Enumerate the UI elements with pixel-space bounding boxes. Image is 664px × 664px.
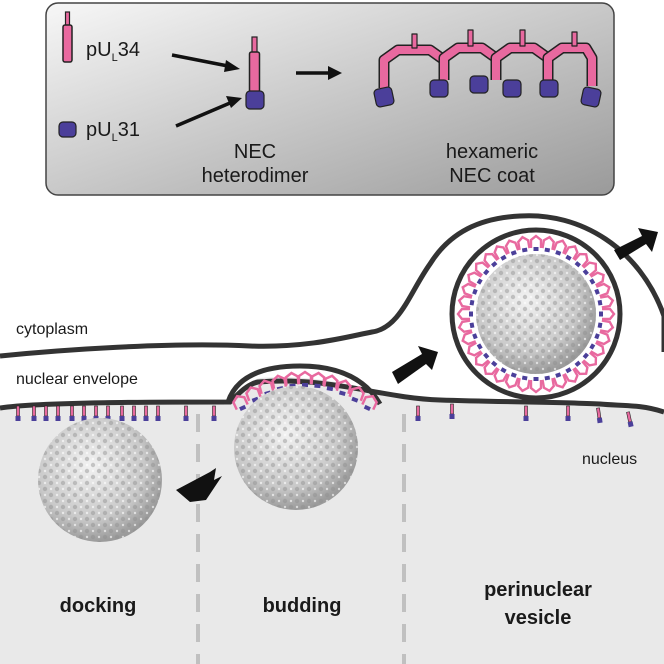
coat-arch xyxy=(529,377,543,394)
coat-arch xyxy=(541,375,556,393)
coat-arch xyxy=(589,341,605,357)
nuclear-envelope-label: nuclear envelope xyxy=(16,371,138,388)
stage-label-perinuclear-line2: vesicle xyxy=(505,607,572,629)
coat-arch xyxy=(552,239,568,256)
coat-arch xyxy=(467,341,483,357)
nec-peg xyxy=(415,405,421,421)
coat-arch xyxy=(582,261,598,277)
legend-arrows xyxy=(171,53,342,128)
coat-arch xyxy=(563,245,579,261)
nec-peg xyxy=(55,405,61,421)
capsid-budding xyxy=(234,386,358,510)
coat-arch xyxy=(594,282,611,298)
nec-peg xyxy=(131,405,137,421)
coat-arch xyxy=(573,360,589,376)
coat-arch xyxy=(348,386,365,403)
coat-label-line2: NEC coat xyxy=(449,165,535,187)
nec-peg xyxy=(119,405,125,421)
coat-arch xyxy=(599,307,616,321)
stage-label-docking: docking xyxy=(60,595,137,617)
nec-peg xyxy=(43,405,49,421)
coat-arch xyxy=(552,372,568,389)
nucleus-label: nucleus xyxy=(582,451,637,468)
coat-arch xyxy=(456,307,473,321)
heterodimer-label-line1: NEC xyxy=(234,141,276,163)
coat-arch xyxy=(457,319,475,334)
coat-arch xyxy=(504,372,520,389)
outer-nuclear-membrane xyxy=(0,213,664,359)
capsid-docking xyxy=(38,418,162,542)
coat-arch xyxy=(474,261,490,277)
coat-arch xyxy=(573,252,589,268)
coat-arch xyxy=(504,239,520,256)
nec-peg xyxy=(105,405,111,421)
perinuclear-vesicle xyxy=(449,227,623,401)
heterodimer-label-line2: heterodimer xyxy=(202,165,309,187)
nec-peg xyxy=(449,403,455,419)
pul31-label: pUL31 xyxy=(86,119,140,144)
stage-label-budding: budding xyxy=(263,595,342,617)
coat-arch xyxy=(461,330,478,346)
pul34-label: pUL34 xyxy=(86,39,140,64)
coat-arch xyxy=(493,367,509,383)
coat-arch xyxy=(516,235,531,253)
coat-arch xyxy=(457,294,475,309)
coat-arch xyxy=(589,271,605,287)
coat-arch xyxy=(493,245,509,261)
inner-nuclear-membrane xyxy=(0,378,664,415)
coat-arch xyxy=(483,360,499,376)
docking-nec-pegs xyxy=(15,405,217,421)
coat-arch xyxy=(529,234,543,251)
coat-arch xyxy=(516,375,531,393)
coat-arch xyxy=(541,235,556,253)
nec-peg xyxy=(155,405,161,421)
legend-box: pUL34 pUL31 NEC heterodimer xyxy=(45,2,615,196)
stage-label-perinuclear-line1: perinuclear xyxy=(484,579,592,601)
nec-peg xyxy=(143,405,149,421)
coat-arch xyxy=(461,282,478,298)
pul31-icon xyxy=(58,121,77,138)
coat-arch xyxy=(594,330,611,346)
nec-peg xyxy=(211,405,217,421)
coat-label-line1: hexameric xyxy=(446,141,538,163)
nec-peg xyxy=(523,405,529,421)
budding-membrane xyxy=(225,363,383,406)
heterodimer-icon xyxy=(245,36,265,110)
nucleus-nec-pegs xyxy=(415,403,634,428)
process-arrows xyxy=(176,228,658,502)
arrow-budding-to-vesicle xyxy=(392,346,438,384)
coat-arch xyxy=(597,319,615,334)
coat-arch xyxy=(322,374,339,392)
vesicle-nec-coat xyxy=(456,234,616,394)
coat-arch xyxy=(582,351,598,367)
nec-peg xyxy=(565,405,571,421)
nec-peg xyxy=(81,405,87,421)
coat-arch xyxy=(231,394,249,412)
coat-arch xyxy=(597,294,615,309)
nec-peg xyxy=(31,405,37,421)
coat-arch xyxy=(467,271,483,287)
nec-peg xyxy=(15,405,21,421)
nec-peg xyxy=(596,407,603,424)
hexameric-coat-icon xyxy=(373,29,602,108)
nec-peg xyxy=(626,411,634,428)
coat-arch xyxy=(474,351,490,367)
stage-dividers xyxy=(196,414,406,664)
nec-peg xyxy=(69,405,75,421)
coat-arch xyxy=(310,371,326,389)
cytoplasm-label: cytoplasm xyxy=(16,321,88,338)
arrow-vesicle-exit xyxy=(614,228,658,260)
coat-arch xyxy=(483,252,499,268)
coat-arch xyxy=(361,394,379,412)
nucleus-region xyxy=(0,377,664,664)
coat-arch xyxy=(563,367,579,383)
arrow-docking-to-budding xyxy=(176,468,222,502)
coat-arch xyxy=(335,379,352,396)
nec-peg xyxy=(183,405,189,421)
pul34-icon xyxy=(62,11,73,63)
